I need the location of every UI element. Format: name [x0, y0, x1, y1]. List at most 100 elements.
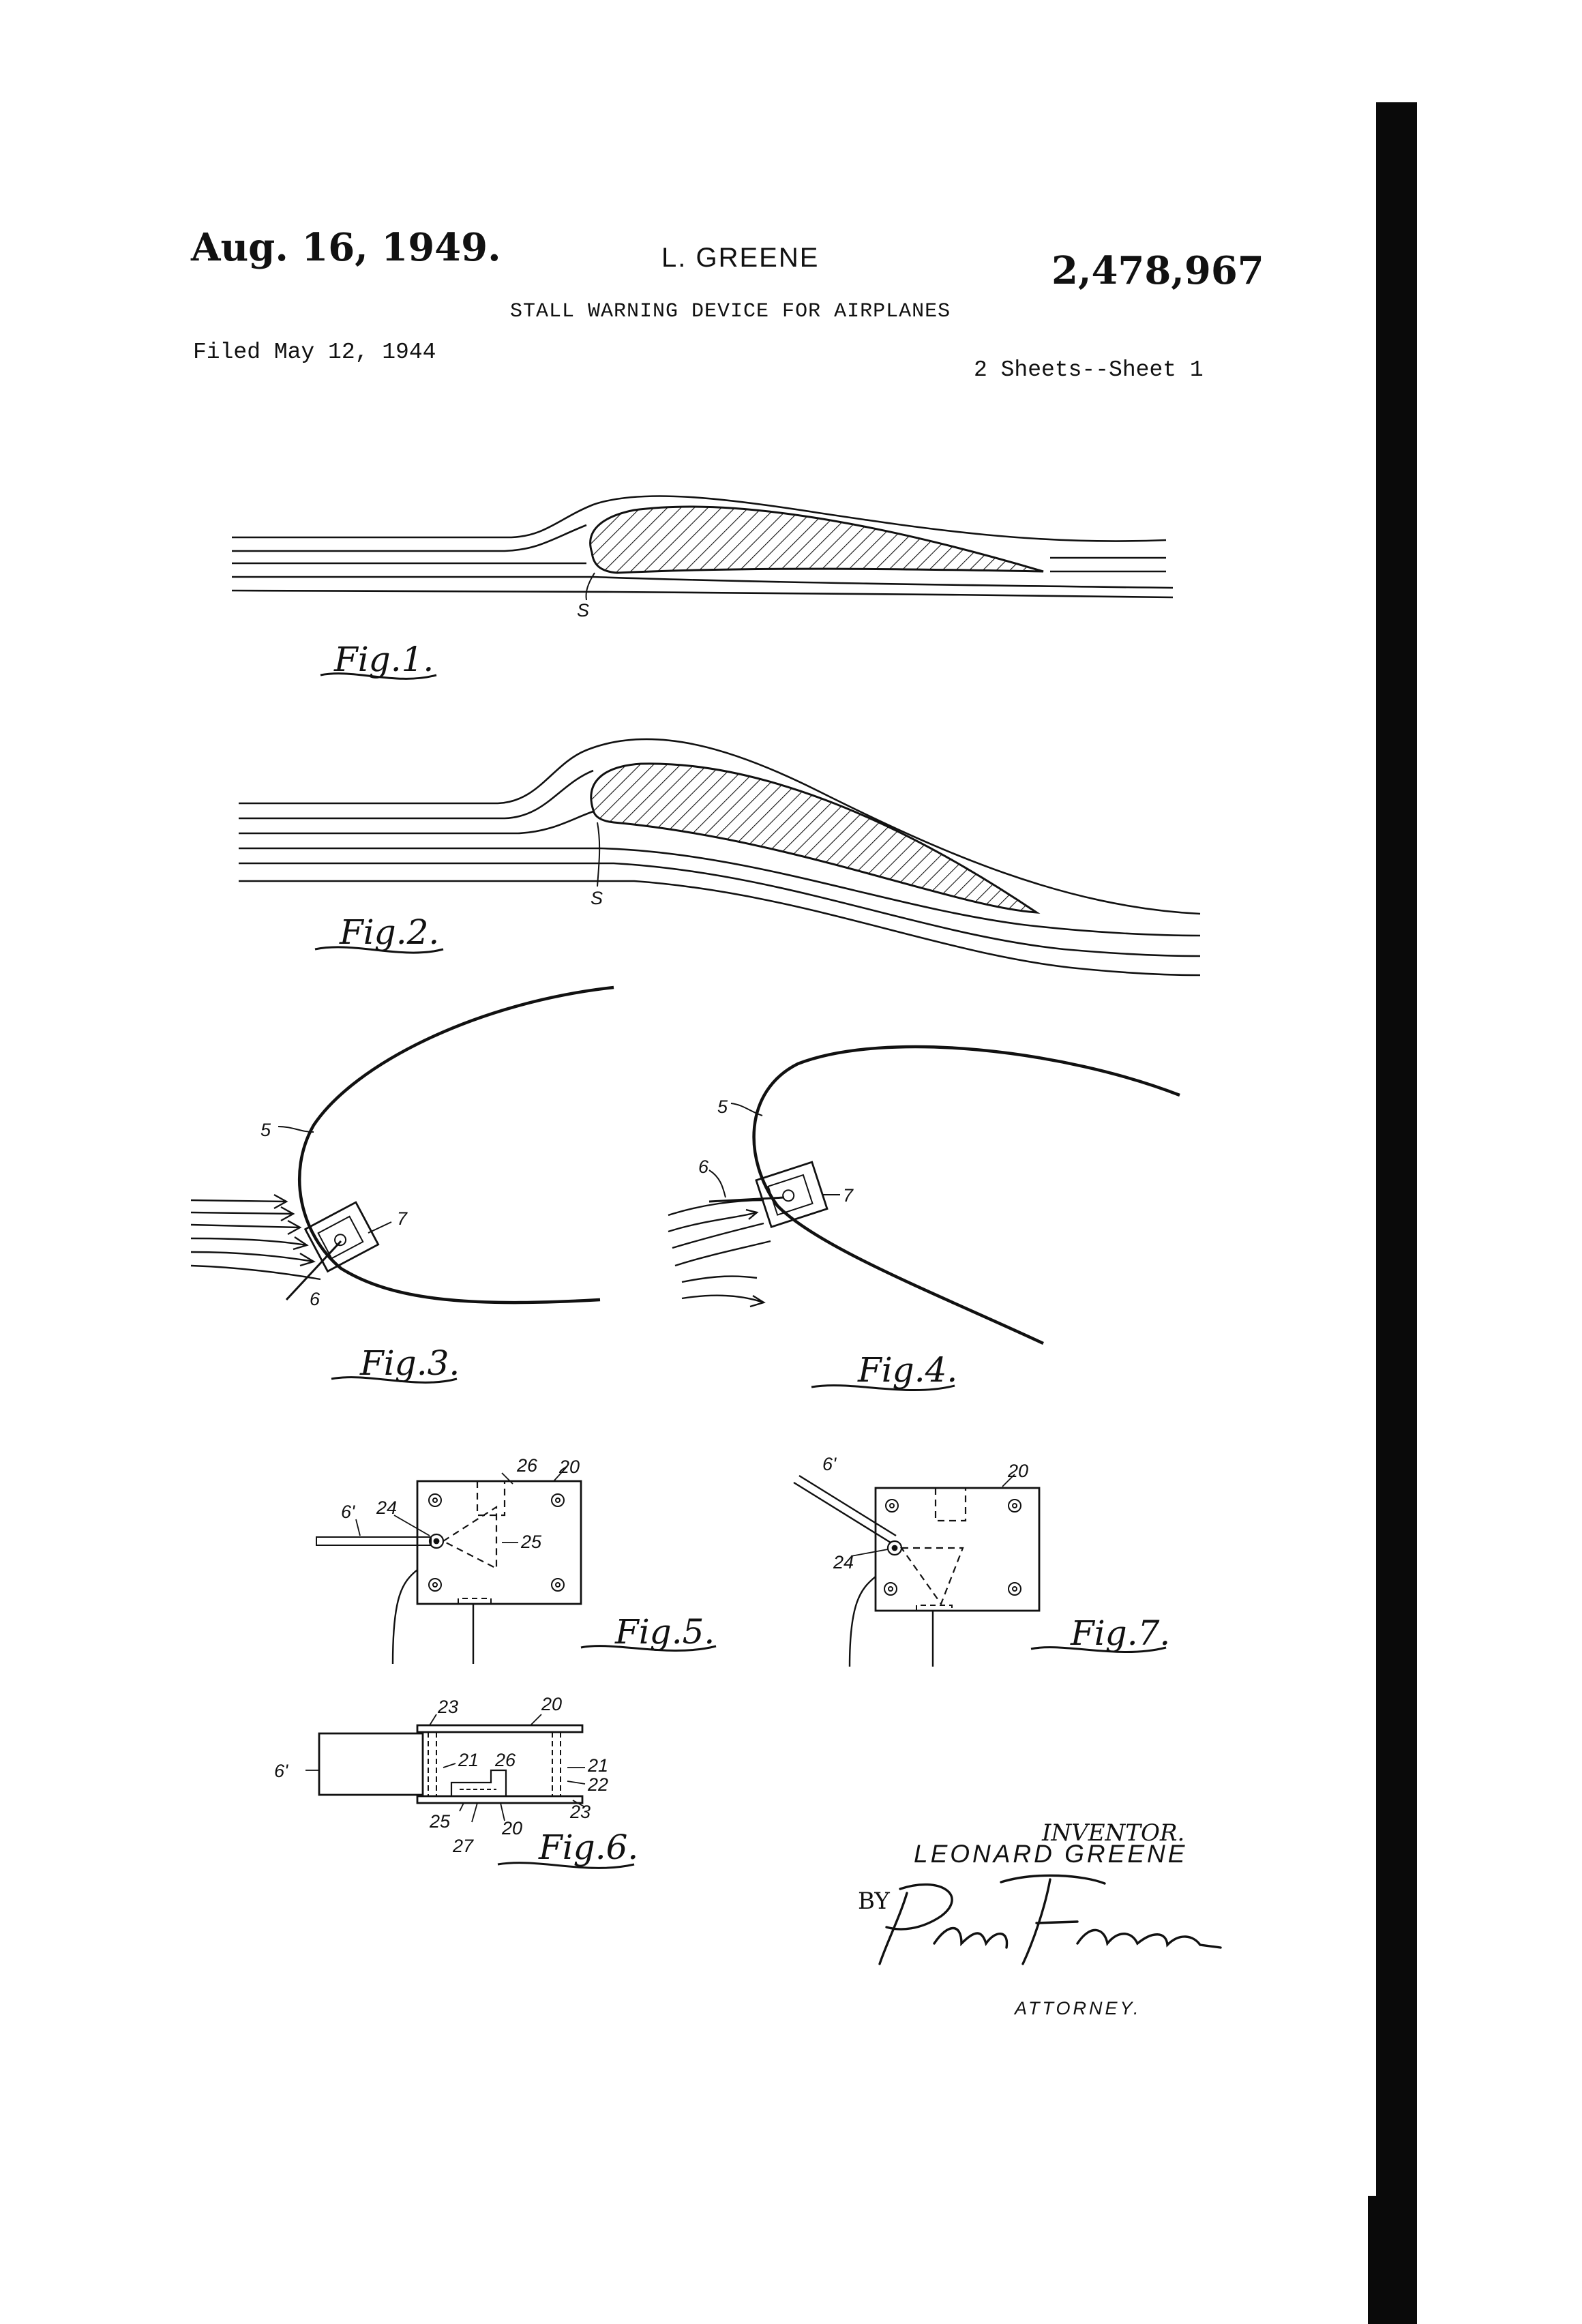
inventor-label: INVENTOR.: [1042, 1819, 1185, 1847]
fig4-ref-7: 7: [843, 1185, 854, 1206]
fig6-ref-21-right: 21: [587, 1755, 608, 1776]
fig5-label-flourish: [580, 1645, 717, 1652]
fig7-drawing: [793, 1474, 1041, 1667]
fig6-plate-top: [416, 1724, 584, 1733]
fig3-label: Fig.3.: [359, 1343, 460, 1383]
fig5-screw-holes: [428, 1493, 565, 1592]
filing-date: Filed May 12, 1944: [193, 340, 436, 365]
fig1-airfoil: [589, 505, 1044, 574]
fig1-ref-s: S: [577, 600, 589, 621]
fig2-streamline: [239, 862, 1201, 957]
fig1-streamline: [232, 576, 1174, 589]
fig7-screw-holes: [884, 1499, 1021, 1596]
fig5-ref-25: 25: [520, 1532, 542, 1552]
fig6-ref-26: 26: [494, 1750, 516, 1770]
fig6-drawing: [305, 1714, 586, 1823]
fig6-ref-23-bottom: 23: [569, 1802, 591, 1822]
fig2-streamline: [239, 810, 594, 835]
fig2-label-flourish: [314, 946, 444, 954]
fig6-ref-20-bottom: 20: [501, 1818, 522, 1838]
patent-title: STALL WARNING DEVICE FOR AIRPLANES: [510, 300, 951, 323]
fig6-ref-25: 25: [429, 1811, 451, 1832]
fig2-streamline: [239, 847, 1201, 937]
fig5-plate: [416, 1480, 582, 1605]
fig7-ref-20: 20: [1007, 1461, 1028, 1481]
fig5-ref-26: 26: [516, 1455, 538, 1476]
fig1-leader-s: [585, 572, 595, 601]
fig3-vane: [285, 1240, 342, 1301]
by-label: BY: [858, 1888, 890, 1915]
fig4-ref-5: 5: [717, 1097, 728, 1117]
fig7-leaders: [850, 1474, 1015, 1557]
fig3-ref-5: 5: [260, 1120, 271, 1140]
fig5-cam-dashed: [441, 1481, 506, 1570]
fig1-drawing: [231, 495, 1174, 601]
fig4-ref-6: 6: [698, 1157, 709, 1177]
fig4-wing-outline: [752, 1045, 1180, 1345]
fig2-label: Fig.2.: [339, 912, 439, 952]
fig4-airflow: [668, 1199, 771, 1308]
fig1-streamline: [231, 589, 1174, 599]
fig4-leader-5: [730, 1103, 763, 1116]
attorney-label: ATTORNEY.: [1015, 1998, 1141, 2018]
fig5-ref-24: 24: [376, 1498, 397, 1518]
fig1-label-flourish: [320, 672, 437, 680]
fig6-ref-22: 22: [587, 1774, 608, 1795]
fig6-ref-23-top: 23: [437, 1697, 458, 1717]
fig6-vane-block: [318, 1732, 424, 1796]
fig5-lead-left: [391, 1569, 418, 1665]
sheet-edge-bar: [1368, 102, 1417, 2324]
fig3-ref-7: 7: [397, 1208, 408, 1229]
fig3-leader-5: [278, 1126, 314, 1133]
fig4-vane: [708, 1196, 785, 1203]
fig3-airflow: [190, 1193, 321, 1281]
fig3-ref-6: 6: [310, 1289, 320, 1309]
fig5-drawing: [316, 1465, 582, 1665]
fig7-switch-dashed: [916, 1605, 953, 1611]
fig6-ref-21-left: 21: [458, 1750, 479, 1770]
fig7-plate: [874, 1487, 1041, 1612]
fig1-label: Fig.1.: [333, 640, 434, 679]
fig5-switch-dashed: [458, 1598, 492, 1604]
fig2-streamline: [239, 880, 1201, 977]
fig5-ref-20: 20: [558, 1457, 580, 1477]
fig7-lead-left: [848, 1576, 876, 1667]
sheet-count: 2 Sheets--Sheet 1: [974, 357, 1204, 383]
fig7-vane-arm: [793, 1474, 897, 1544]
fig4-leader-6: [708, 1170, 726, 1198]
fig2-leader-s: [597, 822, 601, 887]
fig7-ref-24: 24: [833, 1552, 854, 1573]
fig7-cam-dashed: [899, 1488, 967, 1606]
patent-number: 2,478,967: [1051, 248, 1264, 293]
fig2-streamline: [239, 769, 594, 820]
fig3-vane-housing: [303, 1201, 380, 1273]
fig6-post-left: [428, 1732, 437, 1796]
fig7-label-flourish: [1030, 1646, 1167, 1654]
fig7-label: Fig.7.: [1070, 1613, 1170, 1653]
fig5-ref-6p: 6': [341, 1502, 355, 1522]
patent-date: Aug. 16, 1949.: [191, 225, 501, 270]
fig1-streamline: [232, 524, 587, 552]
fig6-ref-6p: 6': [274, 1761, 288, 1781]
fig6-ref-20-top: 20: [541, 1694, 562, 1714]
fig4-label-flourish: [811, 1384, 955, 1392]
attorney-signature: [878, 1874, 1222, 1965]
fig6-plate-bottom: [416, 1795, 584, 1804]
fig6-switch: [450, 1769, 507, 1796]
inventor-header: L. GREENE: [661, 243, 820, 273]
fig5-label: Fig.5.: [614, 1612, 715, 1652]
fig7-ref-6p: 6': [822, 1454, 837, 1474]
fig3-drawing: [190, 985, 614, 1305]
fig6-label-flourish: [497, 1862, 635, 1869]
fig2-airfoil: [590, 762, 1041, 914]
fig3-wing-outline: [298, 985, 614, 1305]
fig6-ref-27: 27: [452, 1836, 474, 1856]
fig3-leader-7: [368, 1221, 392, 1234]
fig3-label-flourish: [331, 1376, 458, 1384]
fig2-ref-s: S: [591, 888, 603, 908]
fig6-leaders: [305, 1714, 586, 1823]
inventor-name: LEONARD GREENE: [914, 1840, 1188, 1868]
fig6-post-right: [552, 1732, 561, 1796]
fig4-drawing: [668, 1045, 1180, 1345]
